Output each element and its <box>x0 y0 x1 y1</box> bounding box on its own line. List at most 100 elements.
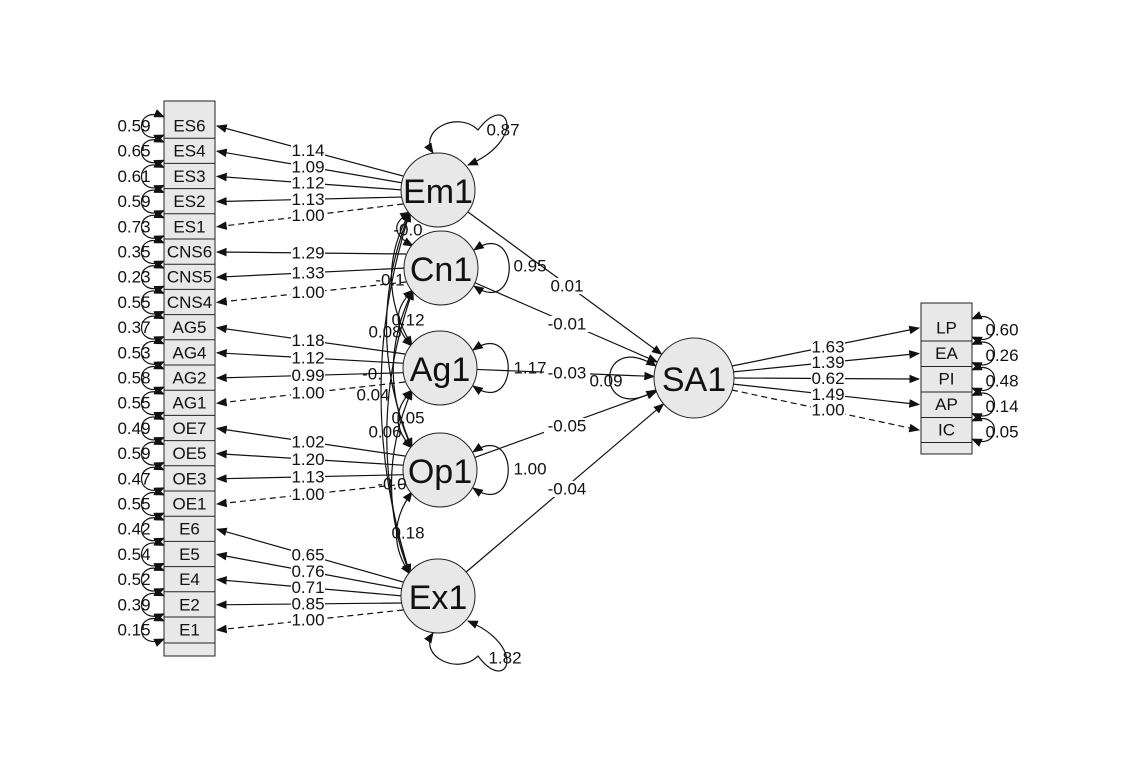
indicator-cns4: CNS4 <box>167 293 212 312</box>
label-background <box>291 349 325 366</box>
loading-label: 1.00 <box>291 611 324 630</box>
path-coefficient-label: -0.01 <box>548 315 587 334</box>
indicator-oe7: OE7 <box>172 419 206 438</box>
residual-label: 0.55 <box>117 293 150 312</box>
covariance-label: -0. <box>362 365 382 384</box>
indicator-ea: EA <box>935 344 958 363</box>
loading-label: 1.02 <box>291 432 324 451</box>
residual-label: 0.14 <box>985 397 1018 416</box>
residual-label: 0.26 <box>985 346 1018 365</box>
label-background <box>544 278 590 294</box>
indicator-ag5: AG5 <box>172 318 206 337</box>
indicator-cns6: CNS6 <box>167 243 212 262</box>
label-background <box>291 284 325 301</box>
loading-label: 1.29 <box>291 243 324 262</box>
variance-label: 0.95 <box>513 257 546 276</box>
residual-label: 0.15 <box>117 621 150 640</box>
residual-label: 0.48 <box>985 372 1018 391</box>
indicator-e5: E5 <box>179 545 200 564</box>
variance-loop <box>472 340 509 396</box>
label-background <box>544 418 590 434</box>
label-background <box>291 244 325 261</box>
loading-label: 1.39 <box>811 353 844 372</box>
indicator-oe3: OE3 <box>172 469 206 488</box>
label-background <box>291 142 325 159</box>
loading-label: 1.00 <box>291 485 324 504</box>
residual-label: 0.65 <box>117 142 150 161</box>
residual-label: 0.05 <box>985 423 1018 442</box>
latent-sa1 <box>653 337 735 419</box>
indicator-oe1: OE1 <box>172 495 206 514</box>
indicator-es2: ES2 <box>173 192 205 211</box>
label-background <box>811 386 845 403</box>
label-background <box>291 486 325 503</box>
covariance-label: 0.18 <box>391 524 424 543</box>
latent-ex1 <box>400 558 476 634</box>
loading-label: 0.99 <box>291 366 324 385</box>
variance-label: 1.17 <box>513 359 546 378</box>
label-background <box>544 365 590 381</box>
indicator-pi: PI <box>938 370 954 389</box>
indicator-es4: ES4 <box>173 142 205 161</box>
indicator-ag4: AG4 <box>172 343 206 362</box>
path-coefficient-label: -0.03 <box>548 364 587 383</box>
loading-label: 1.20 <box>291 450 324 469</box>
covariance-label: -0.1 <box>375 271 404 290</box>
indicator-e4: E4 <box>179 570 200 589</box>
residual-label: 0.47 <box>117 469 150 488</box>
residual-label: 0.60 <box>985 321 1018 340</box>
indicator-es6: ES6 <box>173 117 205 136</box>
indicator-ap: AP <box>935 395 958 414</box>
loading-label: 1.14 <box>291 141 324 160</box>
loading-label: 1.00 <box>291 283 324 302</box>
variance-loop <box>472 442 509 498</box>
label-background <box>291 612 325 629</box>
residual-label: 0.52 <box>117 570 150 589</box>
residual-variance-arc <box>971 413 995 447</box>
indicator-e6: E6 <box>179 520 200 539</box>
residual-label: 0.59 <box>117 117 150 136</box>
right-indicator-box <box>920 302 973 455</box>
latent-em1 <box>400 152 476 228</box>
latent-ag1 <box>402 330 478 406</box>
indicator-e2: E2 <box>179 595 200 614</box>
label-background <box>291 451 325 468</box>
residual-label: 0.53 <box>117 343 150 362</box>
loading-label: 1.33 <box>291 263 324 282</box>
label-background <box>291 384 325 401</box>
covariance-label: 0.05 <box>391 409 424 428</box>
covariance-label: 0.08 <box>368 323 401 342</box>
covariance-label: 0.04 <box>356 386 389 405</box>
label-background <box>544 316 590 332</box>
loading-label: 0.76 <box>291 562 324 581</box>
indicator-e1: E1 <box>179 621 200 640</box>
loading-label: 0.85 <box>291 594 324 613</box>
variance-loop <box>424 620 508 672</box>
indicator-es3: ES3 <box>173 167 205 186</box>
label-background <box>544 481 590 497</box>
latent-op1 <box>402 432 478 508</box>
variance-label: 0.87 <box>486 121 519 140</box>
covariance-label: 0.06 <box>368 423 401 442</box>
label-background <box>291 595 325 612</box>
residual-label: 0.58 <box>117 369 150 388</box>
loading-label: 0.71 <box>291 578 324 597</box>
loading-label: 0.65 <box>291 546 324 565</box>
indicator-oe5: OE5 <box>172 444 206 463</box>
variance-loop <box>608 356 657 400</box>
label-background <box>291 158 325 175</box>
indicator-ic: IC <box>938 421 955 440</box>
residual-label: 0.37 <box>117 318 150 337</box>
label-background <box>811 354 845 371</box>
label-background <box>291 264 325 281</box>
label-background <box>291 563 325 580</box>
label-background <box>811 370 845 387</box>
loading-label: 1.49 <box>811 385 844 404</box>
indicator-cns5: CNS5 <box>167 268 212 287</box>
variance-loop <box>424 114 508 166</box>
residual-label: 0.35 <box>117 243 150 262</box>
loading-label: 1.09 <box>291 157 324 176</box>
covariance-label: 0.12 <box>391 311 424 330</box>
latent-label: Ag1 <box>410 351 471 389</box>
